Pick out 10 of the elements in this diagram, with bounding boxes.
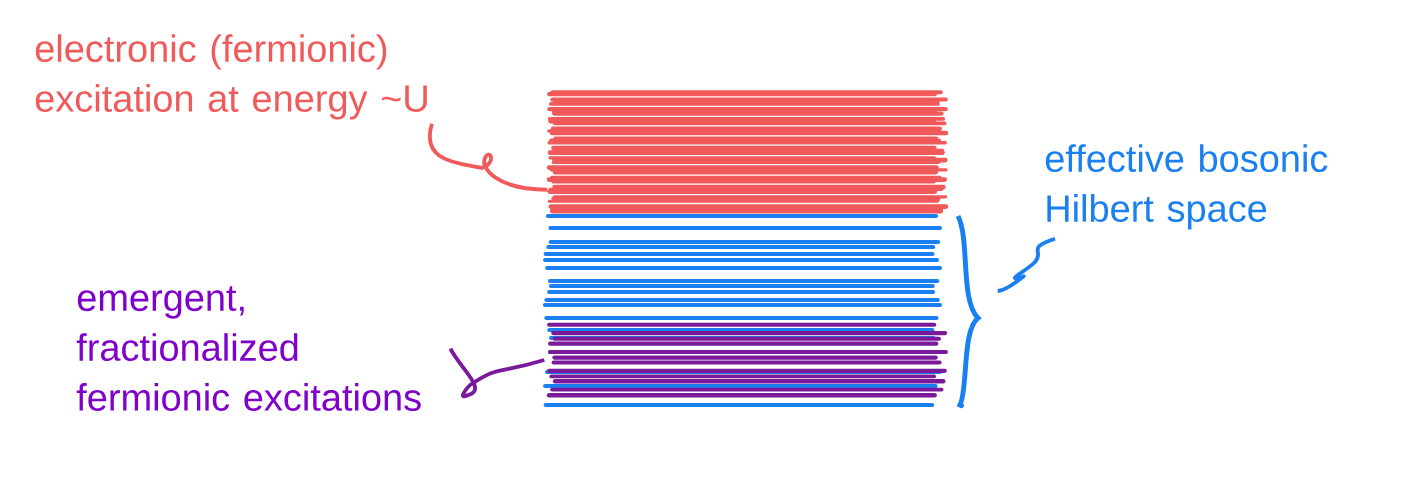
leader-line (448, 347, 545, 398)
leader-line (428, 123, 548, 192)
energy-levels-drawing (546, 322, 948, 398)
energy-levels-drawing (546, 90, 949, 214)
leader-line (997, 236, 1056, 293)
curly-brace (955, 215, 981, 408)
annotation-text: electronic (fermionic) excitation at energy ~U (35, 34, 427, 120)
energy-levels-drawing (542, 213, 943, 408)
annotation-text: emergent, fractionalized fermionic excitations (76, 286, 421, 411)
annotation-text: effective bosonic Hilbert space (1045, 144, 1328, 230)
